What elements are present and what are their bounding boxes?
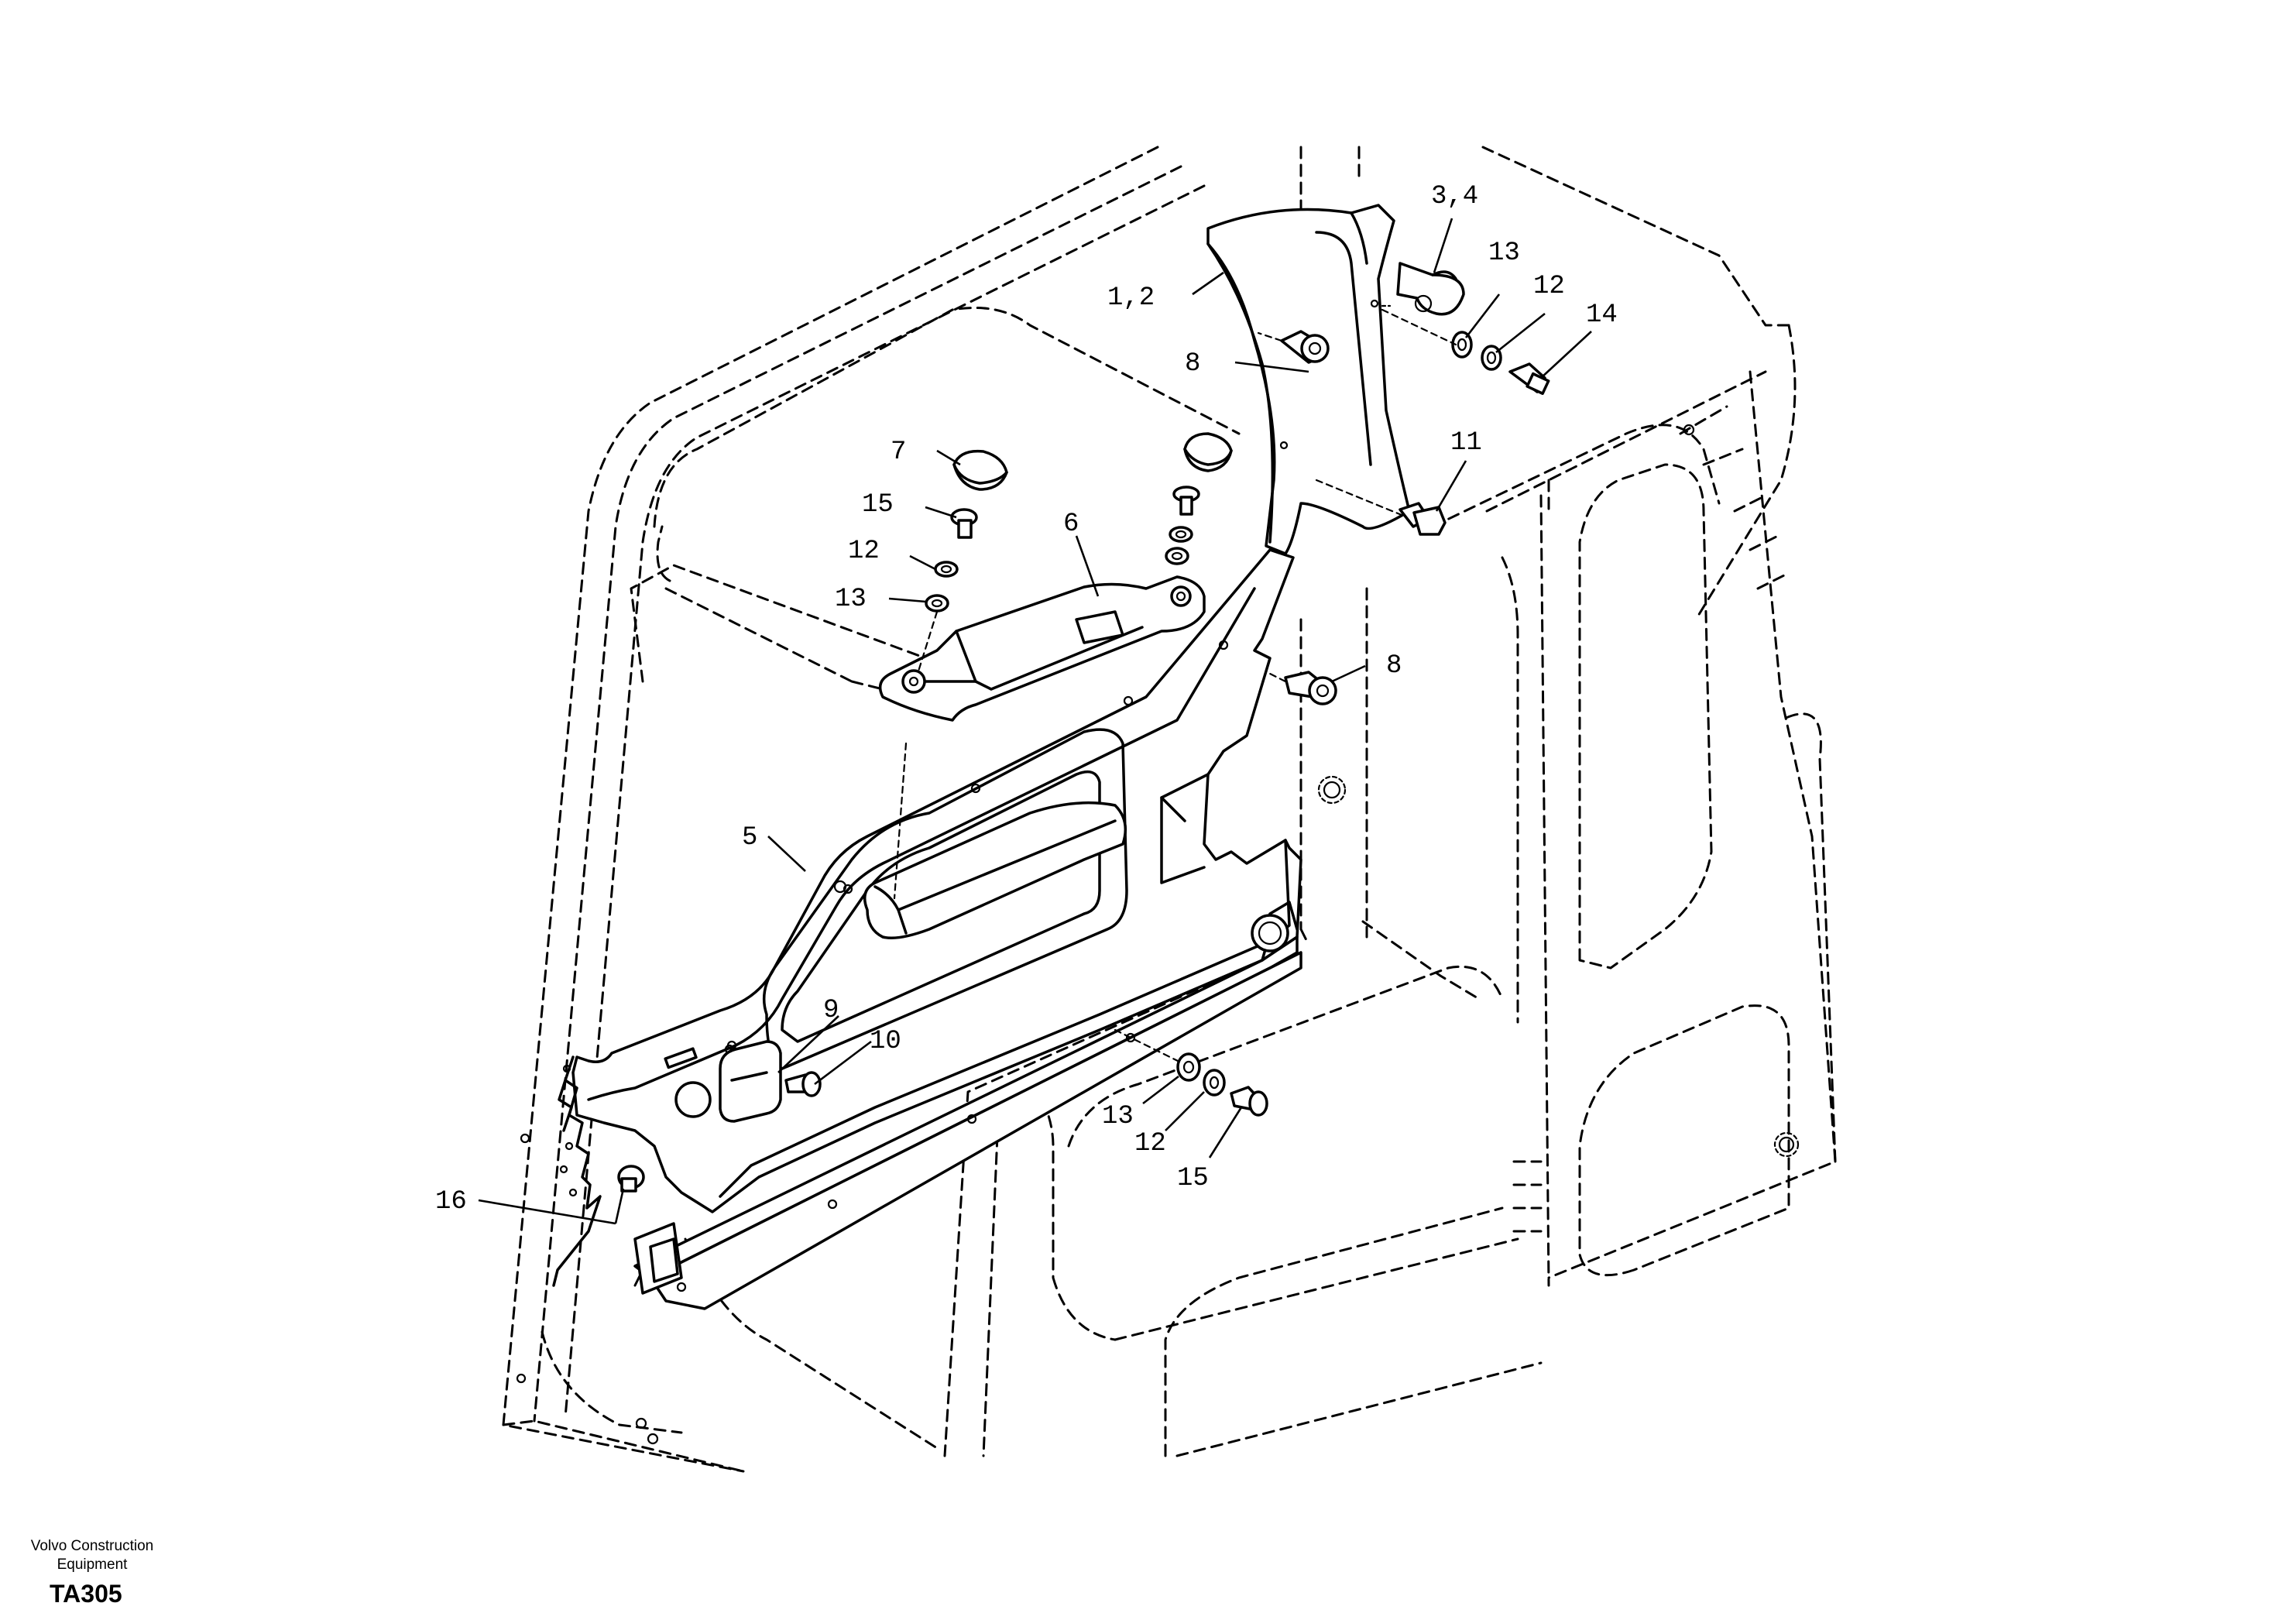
callout-8-middle: 8 <box>1386 651 1402 681</box>
hardware-upper-stack <box>916 432 1233 675</box>
part-pillar-trim <box>1206 204 1411 555</box>
callout-8-upper: 8 <box>1185 349 1200 379</box>
part-left-edge <box>552 1055 602 1287</box>
part-plug-16 <box>617 1165 645 1193</box>
callout-16: 16 <box>435 1187 467 1217</box>
callout-12-middle: 12 <box>848 537 880 566</box>
callout-7: 7 <box>891 438 906 467</box>
callout-9: 9 <box>823 996 839 1025</box>
drawing-code: TA305 <box>50 1580 122 1608</box>
part-clip-9-10 <box>719 1040 822 1123</box>
hardware-lower-right <box>1114 1028 1268 1117</box>
callout-15-lower: 15 <box>1177 1164 1209 1193</box>
callout-11: 11 <box>1450 428 1482 458</box>
hardware-bolt-8 <box>1268 671 1337 705</box>
callout-15-upper: 15 <box>862 490 894 520</box>
callout-12-upper: 12 <box>1533 272 1565 301</box>
callout-13-lower: 13 <box>1102 1102 1134 1131</box>
callout-13-middle: 13 <box>835 585 867 614</box>
leader-lines <box>478 218 1592 1225</box>
callout-1-2: 1,2 <box>1107 283 1155 313</box>
part-hook-bracket <box>1381 262 1465 316</box>
callout-14: 14 <box>1586 300 1618 330</box>
callout-3-4: 3,4 <box>1431 182 1478 211</box>
callout-10: 10 <box>870 1027 901 1056</box>
hardware-upper-right <box>1257 308 1550 536</box>
callout-labels: 3,4 1,2 13 12 14 8 11 7 15 12 6 13 8 5 9… <box>435 182 1618 1217</box>
callout-6: 6 <box>1063 510 1079 539</box>
callout-5: 5 <box>742 823 757 853</box>
callout-13-upper: 13 <box>1488 239 1520 268</box>
callout-12-lower: 12 <box>1134 1129 1166 1158</box>
company-credit: Volvo Construction Equipment <box>30 1538 154 1573</box>
part-upper-handle <box>878 575 1206 722</box>
